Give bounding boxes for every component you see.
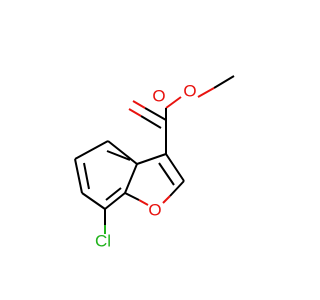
bond-o1-c7a-red: [138, 199, 149, 206]
bond-carbonyl-double-b-red: [128, 108, 142, 117]
bonds: [74, 75, 235, 234]
carbonyl-oxygen-label: O: [152, 87, 165, 106]
bond-c7-c7a-inner: [105, 187, 122, 201]
bond-c3-c3a: [136, 153, 167, 165]
bond-ester-oxygen-red: [165, 96, 182, 109]
molecule-diagram: O O O Cl: [74, 75, 235, 251]
bond-c2-o1-red: [162, 195, 171, 204]
atom-labels: O O O Cl: [95, 82, 197, 251]
bond-c2-o1: [169, 180, 185, 197]
bond-carbonyl-double-a: [144, 107, 167, 121]
bond-c3-c2-inner: [158, 162, 175, 186]
bond-carbonyl-double-b: [140, 115, 162, 129]
bond-c3-c2: [165, 153, 185, 182]
bond-c3a-c4-inner: [106, 150, 131, 161]
bond-c5-c6-inner: [83, 162, 90, 190]
bond-methyl-oxygen-red: [197, 87, 215, 98]
ring-oxygen-label: O: [148, 201, 161, 220]
chlorine-label: Cl: [95, 232, 111, 251]
bond-c5-c6: [74, 158, 83, 194]
bond-o1-c7a: [124, 192, 140, 201]
bond-carbonyl-double-a-red: [132, 100, 146, 109]
bond-c3a-c4: [107, 140, 138, 165]
bond-c4-c5: [74, 140, 109, 160]
ester-oxygen-label: O: [183, 82, 196, 101]
bond-c7-c7a: [104, 192, 126, 210]
bond-c6-c7: [81, 192, 106, 210]
bond-methyl-oxygen: [213, 75, 235, 89]
bond-c3a-c7a: [124, 163, 138, 194]
